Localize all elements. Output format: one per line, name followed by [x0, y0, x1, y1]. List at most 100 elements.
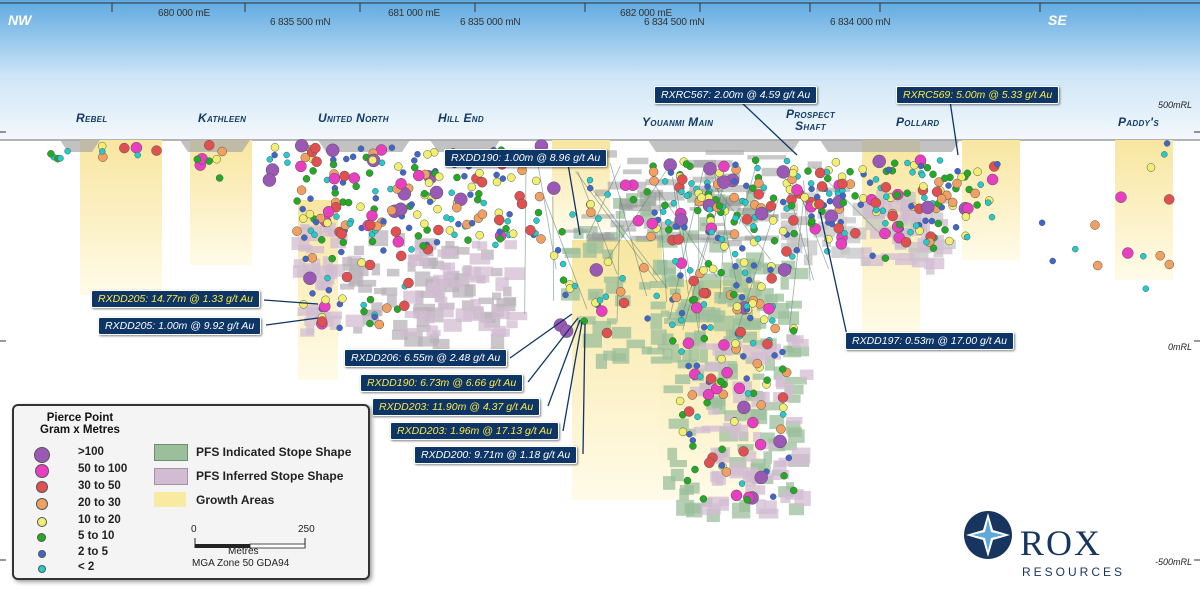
pierce-point — [804, 167, 812, 175]
stope-shape — [474, 266, 494, 276]
pierce-point — [793, 247, 800, 254]
development-drive — [737, 208, 762, 215]
callout-leader — [949, 100, 959, 156]
pierce-point — [639, 262, 649, 273]
pierce-point — [648, 167, 659, 177]
pierce-point — [664, 219, 672, 226]
pierce-point — [324, 274, 331, 282]
pierce-point — [554, 246, 562, 254]
pierce-point — [945, 236, 954, 246]
pierce-point — [678, 348, 685, 355]
pierce-point — [1163, 140, 1171, 147]
pierce-point — [508, 229, 518, 238]
pierce-point — [328, 172, 341, 185]
stope-shape — [603, 276, 626, 283]
pierce-point — [730, 417, 739, 426]
stope-shape — [603, 350, 617, 361]
stope-shape — [744, 451, 757, 462]
drill-trace — [586, 165, 621, 238]
pierce-point — [934, 177, 944, 187]
stope-shape — [668, 275, 682, 287]
stope-shape — [773, 366, 784, 380]
stope-shape — [329, 315, 341, 330]
pierce-point — [341, 271, 353, 283]
pierce-point — [562, 291, 569, 299]
pierce-point — [833, 222, 844, 234]
pierce-point — [929, 170, 937, 179]
stope-shape — [611, 326, 632, 339]
pierce-point — [374, 319, 385, 330]
intercept-callout: RXDD205: 14.77m @ 1.33 g/t Au — [91, 290, 261, 308]
pierce-point — [382, 303, 392, 313]
deposit-label-pollard: Pollard — [896, 115, 940, 129]
pierce-point — [388, 144, 396, 151]
pierce-point — [670, 199, 678, 207]
stope-shape — [626, 339, 645, 349]
stope-shape — [746, 190, 756, 204]
pierce-point — [325, 286, 333, 294]
pierce-point — [395, 178, 407, 190]
drill-trace — [537, 161, 557, 270]
pierce-point — [686, 430, 693, 438]
pierce-point — [936, 157, 944, 164]
pierce-point — [824, 174, 832, 183]
development-drive — [623, 169, 642, 175]
stope-shape — [713, 315, 735, 332]
pierce-point — [316, 316, 328, 327]
pierce-point — [357, 145, 365, 152]
stope-shape — [668, 418, 689, 429]
stope-shape — [711, 470, 724, 486]
stope-shape — [416, 325, 431, 332]
pierce-point — [778, 226, 788, 236]
stope-shape — [671, 350, 682, 363]
pierce-point — [920, 200, 935, 215]
pierce-point — [119, 142, 130, 154]
easting-label: 682 000 mE — [620, 8, 672, 19]
pierce-point — [703, 398, 711, 407]
pierce-point — [753, 189, 764, 200]
stope-shape — [439, 262, 451, 271]
pierce-point — [368, 155, 377, 165]
pierce-point — [973, 201, 981, 209]
stope-shape — [887, 201, 910, 212]
stope-shape — [846, 247, 865, 259]
pierce-point — [729, 290, 738, 299]
development-drive — [606, 150, 617, 158]
pierce-point — [763, 302, 775, 315]
stope-shape — [778, 457, 796, 467]
pierce-point — [731, 250, 739, 258]
pierce-point — [346, 220, 354, 228]
pierce-point — [730, 489, 743, 502]
stope-shape — [742, 331, 757, 343]
stope-shape — [649, 281, 668, 288]
pierce-point — [936, 194, 947, 204]
stope-shape — [322, 256, 333, 270]
nw-label: NW — [8, 12, 32, 28]
pierce-point — [134, 151, 141, 159]
pierce-point — [687, 390, 698, 400]
callout-leader — [509, 313, 573, 359]
development-drive — [714, 185, 752, 193]
open-pit — [820, 140, 960, 152]
stope-shape — [650, 356, 672, 364]
stope-shape — [371, 263, 381, 276]
pierce-point — [298, 214, 308, 223]
stope-shape — [730, 462, 745, 476]
pierce-point — [368, 237, 377, 246]
stope-shape — [297, 307, 318, 316]
pierce-point — [492, 177, 502, 187]
pierce-point — [443, 214, 450, 221]
pierce-point — [339, 238, 348, 247]
stope-shape — [682, 349, 692, 362]
pierce-point — [412, 169, 425, 182]
pierce-point — [846, 167, 854, 176]
intercept-callout: RXDD203: 11.90m @ 4.37 g/t Au — [372, 398, 541, 416]
pierce-point — [941, 226, 949, 234]
development-drive — [595, 189, 610, 197]
pierce-point — [445, 226, 455, 235]
pierce-point — [693, 206, 702, 215]
pierce-point — [790, 229, 798, 238]
stope-shape — [463, 307, 484, 321]
stope-shape — [662, 348, 673, 360]
